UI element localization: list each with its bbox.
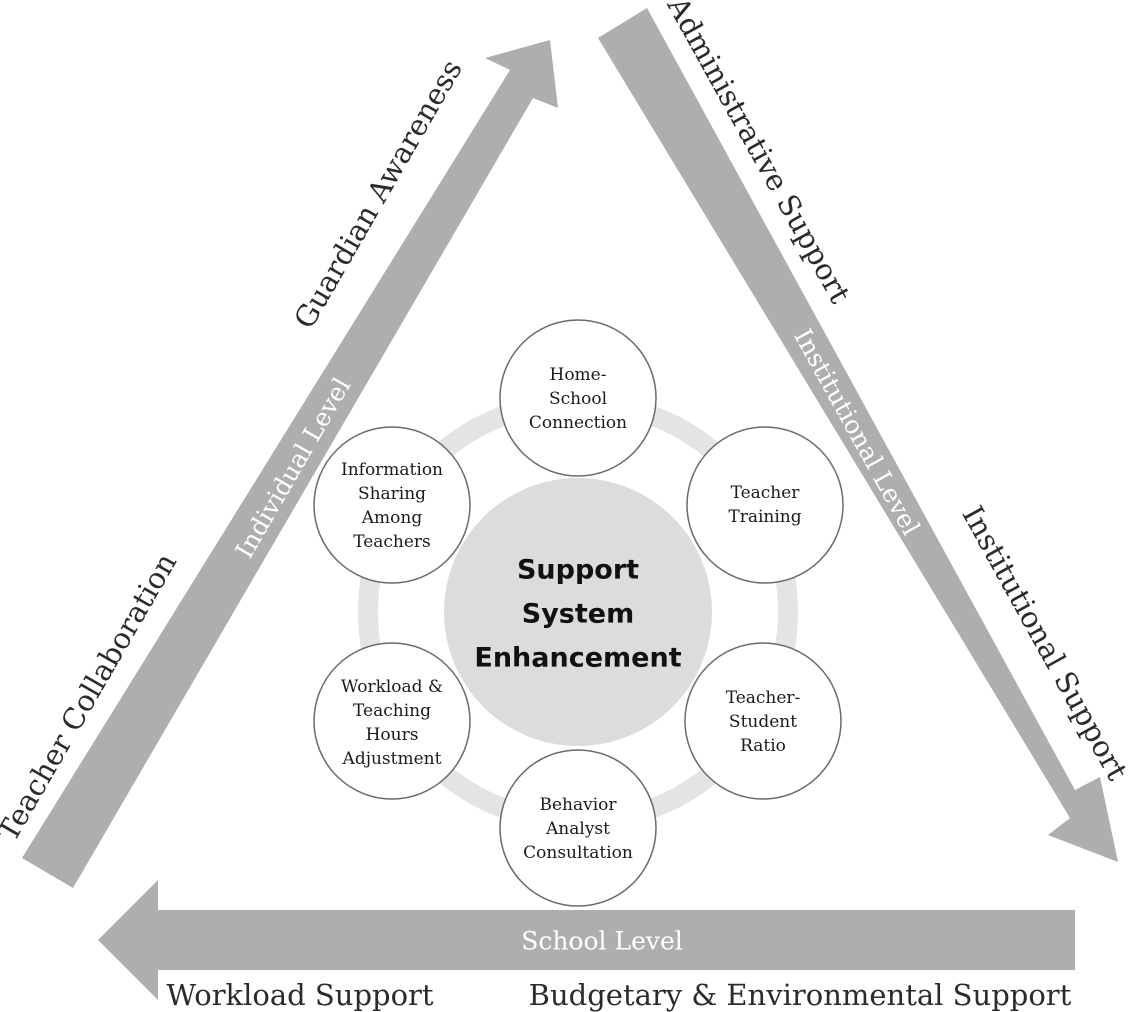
svg-text:Hours: Hours: [366, 725, 419, 745]
svg-text:Student: Student: [729, 712, 797, 732]
svg-text:Among: Among: [361, 508, 423, 528]
node-workload-adjustment: Workload & Teaching Hours Adjustment: [313, 642, 471, 800]
individual-level-arrow: [22, 40, 558, 888]
node-information-sharing: Information Sharing Among Teachers: [313, 426, 471, 584]
svg-text:Adjustment: Adjustment: [342, 749, 442, 769]
center-title-line-1: Support: [517, 555, 639, 586]
workload-support-label: Workload Support: [166, 978, 434, 1012]
node-teacher-student-ratio: Teacher- Student Ratio: [684, 642, 842, 800]
center-circle: [444, 478, 712, 746]
svg-text:Teachers: Teachers: [353, 532, 431, 552]
node-behavior-analyst-consultation: Behavior Analyst Consultation: [499, 749, 657, 907]
school-level-label: School Level: [521, 927, 683, 956]
svg-text:Sharing: Sharing: [358, 484, 426, 504]
svg-text:Information: Information: [341, 460, 443, 480]
svg-text:School: School: [549, 389, 607, 409]
node-teacher-training: Teacher Training: [686, 426, 844, 584]
svg-text:Teacher: Teacher: [731, 483, 801, 503]
center-title-line-2: System: [522, 599, 634, 630]
school-level-arrow: [98, 880, 1075, 1000]
budgetary-support-label: Budgetary & Environmental Support: [529, 978, 1072, 1012]
svg-text:Home-: Home-: [550, 365, 607, 385]
institutional-level-arrow: [598, 8, 1118, 862]
svg-text:Teaching: Teaching: [353, 701, 431, 721]
svg-text:Ratio: Ratio: [740, 736, 786, 756]
node-home-school-connection: Home- School Connection: [499, 319, 657, 477]
svg-text:Connection: Connection: [529, 413, 627, 433]
svg-text:Training: Training: [728, 507, 801, 527]
svg-text:Analyst: Analyst: [545, 819, 610, 839]
svg-text:Consultation: Consultation: [523, 843, 633, 863]
center-title-line-3: Enhancement: [474, 643, 681, 674]
svg-text:Teacher-: Teacher-: [726, 688, 801, 708]
svg-text:Behavior: Behavior: [539, 795, 617, 815]
svg-text:Workload &: Workload &: [341, 677, 443, 697]
